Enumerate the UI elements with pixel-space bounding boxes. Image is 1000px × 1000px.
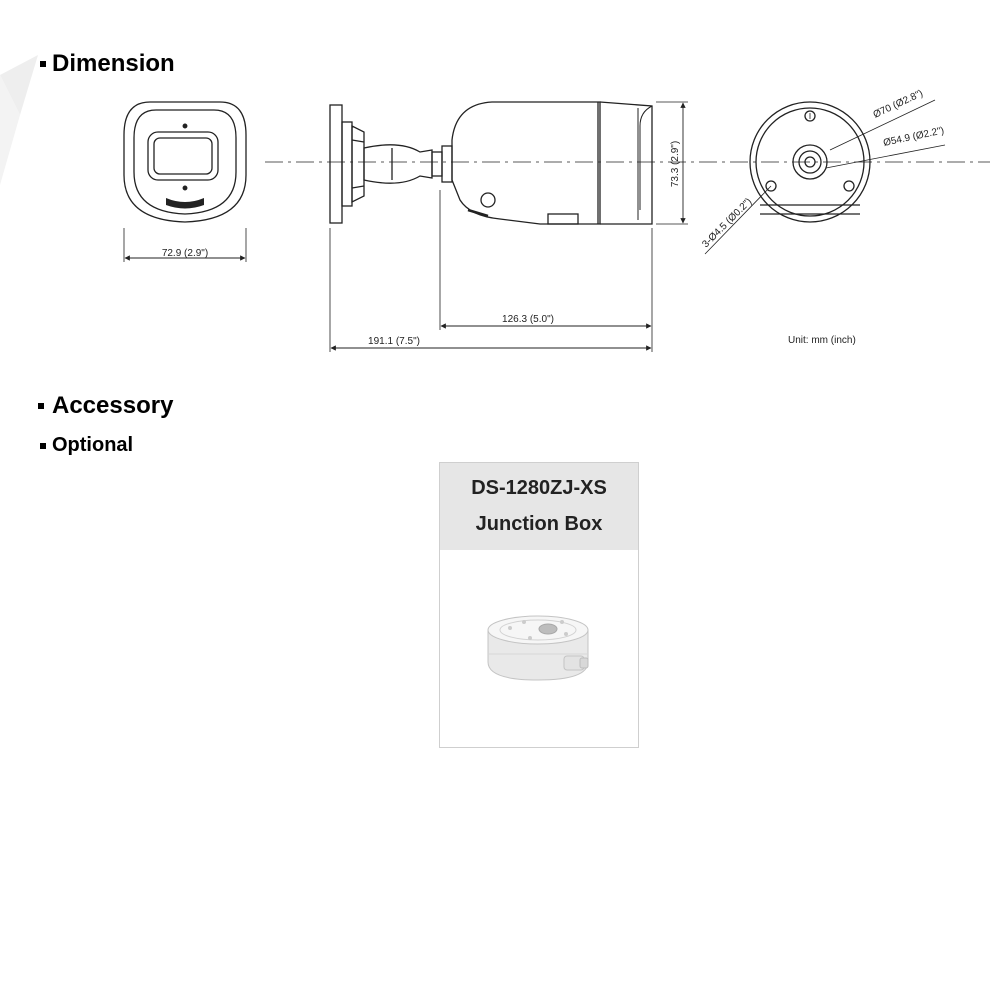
inner-diameter-label: Ø54.9 (Ø2.2") xyxy=(882,125,945,149)
front-width-label: 72.9 (2.9") xyxy=(162,248,208,259)
accessory-heading: Accessory xyxy=(38,392,173,420)
accessory-model: DS-1280ZJ-XS xyxy=(471,477,607,499)
back-view-drawing xyxy=(704,99,946,255)
hole-spec-label: 3-Ø4.5 (Ø0.2") xyxy=(700,196,754,250)
side-height-label: 73.3 (2.9") xyxy=(670,141,681,187)
junction-box-image xyxy=(487,615,589,681)
square-bullet-icon xyxy=(40,61,46,67)
outer-diameter-label: Ø70 (Ø2.8") xyxy=(872,88,925,121)
accessory-card-header: DS-1280ZJ-XS Junction Box xyxy=(440,463,638,550)
side-view-drawing xyxy=(265,101,990,352)
dimension-drawings: 72.9 (2.9") 73.3 (2.9") 126.3 ( xyxy=(123,88,990,352)
front-view-drawing xyxy=(123,101,247,262)
dimension-title: Dimension xyxy=(52,50,175,77)
optional-heading: Optional xyxy=(40,434,133,457)
optional-title: Optional xyxy=(52,434,134,456)
square-bullet-icon xyxy=(40,442,46,449)
square-bullet-icon xyxy=(38,403,44,409)
total-length-label: 191.1 (7.5") xyxy=(368,336,420,347)
accessory-title: Accessory xyxy=(52,392,174,419)
watermark-icon xyxy=(0,55,38,185)
unit-note: Unit: mm (inch) xyxy=(788,335,856,346)
dimension-heading: Dimension xyxy=(40,50,175,78)
accessory-card: DS-1280ZJ-XS Junction Box xyxy=(439,462,639,748)
body-length-label: 126.3 (5.0") xyxy=(502,314,554,325)
accessory-name: Junction Box xyxy=(475,513,603,535)
